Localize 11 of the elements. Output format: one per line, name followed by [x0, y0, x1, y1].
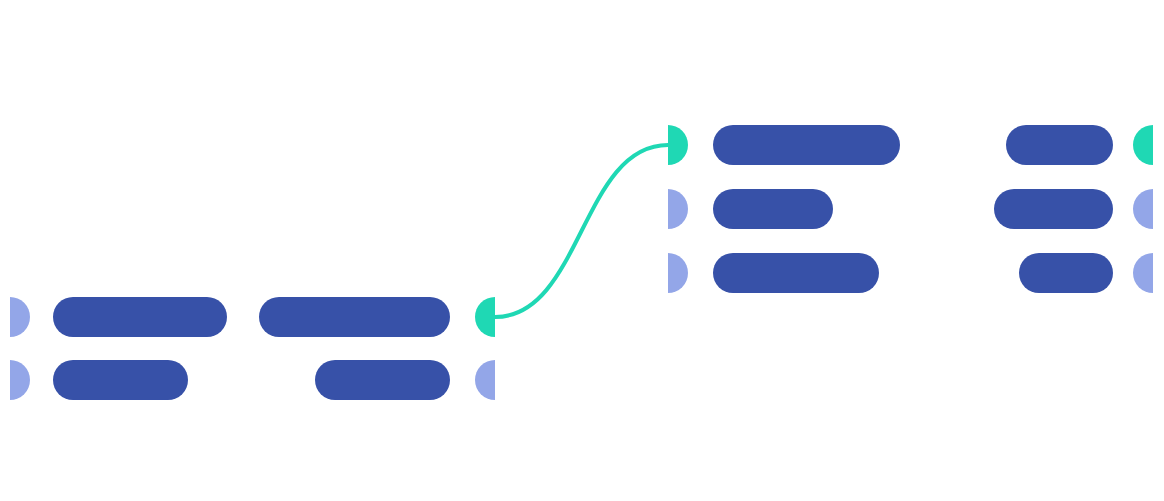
bar	[1006, 125, 1113, 165]
bar	[259, 297, 450, 337]
bar	[53, 360, 188, 400]
bar	[713, 189, 833, 229]
bar	[713, 125, 900, 165]
bar	[713, 253, 879, 293]
bar	[994, 189, 1113, 229]
bar	[53, 297, 227, 337]
connector-line	[494, 143, 669, 319]
bar	[1019, 253, 1113, 293]
bar	[315, 360, 450, 400]
